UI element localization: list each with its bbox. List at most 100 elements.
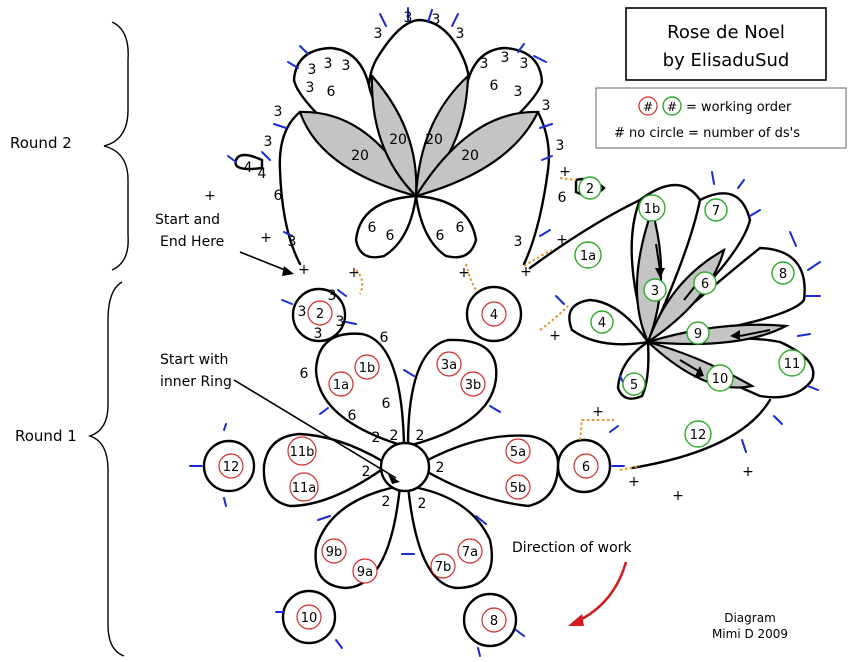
ds-count: 2	[418, 496, 427, 512]
title-line1: Rose de Noel	[667, 22, 785, 43]
joins	[355, 177, 641, 471]
ds-count: 6	[382, 396, 391, 412]
red-order-5b	[505, 474, 531, 500]
red-order-label: 12	[223, 460, 240, 475]
start-end-pointer	[239, 251, 291, 273]
ds-count: 2	[372, 430, 381, 446]
ds-count: 3	[480, 56, 489, 72]
round1-label: Round 1	[15, 427, 77, 445]
green-order-label: 2	[586, 182, 594, 197]
green-order-6	[693, 271, 717, 295]
round2-top-rose	[234, 18, 551, 266]
ds-count: 4	[258, 166, 267, 182]
ds-count: 3	[542, 98, 551, 114]
red-order-label: 11a	[292, 481, 317, 496]
green-order-label: 11	[784, 357, 801, 372]
start-inner-label-1: Start with	[160, 352, 228, 368]
ds-count: 4	[244, 160, 253, 176]
red-order-label: 5b	[510, 481, 527, 496]
red-order-label: 1a	[333, 378, 349, 393]
red-order-11b	[287, 436, 317, 466]
credit-line2: Mimi D 2009	[712, 627, 788, 641]
green-order-label: 3	[651, 284, 659, 299]
ds-count: 20	[461, 148, 479, 164]
picots	[189, 7, 821, 657]
ds-count: 3	[324, 56, 333, 72]
ds-count: 2	[382, 494, 391, 510]
ds-count: 20	[425, 132, 443, 148]
chain-left	[278, 110, 302, 266]
green-order-12	[684, 420, 712, 448]
ds-count: 2	[436, 460, 445, 476]
brace-round1	[87, 281, 125, 657]
ds-count: +	[348, 265, 360, 281]
red-order-2	[307, 300, 333, 326]
red-order-label: 9b	[326, 545, 343, 560]
red-order-label: 2	[316, 307, 324, 322]
green-order-label: 6	[701, 277, 709, 292]
ds-count: 6	[436, 228, 445, 244]
red-order-label: 8	[490, 614, 498, 629]
legend-no-circle: # no circle = number of ds's	[614, 126, 800, 141]
brace-round2	[103, 21, 129, 271]
legend-box	[595, 87, 847, 149]
ds-count: 2	[416, 428, 425, 444]
green-order-label: 1b	[644, 202, 661, 217]
green-order-9	[686, 321, 710, 345]
ds-count: 6	[348, 408, 357, 424]
ds-count: +	[204, 188, 216, 204]
red-order-1b	[354, 354, 380, 380]
green-order-label: 10	[712, 372, 729, 387]
ds-count: 3	[298, 304, 307, 320]
legend-green-symbol: #	[667, 100, 677, 114]
ds-count: +	[520, 264, 532, 280]
chain-right	[522, 110, 551, 266]
round2-label: Round 2	[10, 134, 72, 152]
title-box	[625, 7, 827, 81]
green-order-10	[706, 364, 734, 392]
petal-top-left	[314, 332, 406, 448]
ds-count: 3	[514, 234, 523, 250]
inner-ring	[379, 441, 431, 493]
ds-count: 6	[380, 330, 389, 346]
ds-count: 6	[300, 366, 309, 382]
ds-count: 20	[389, 132, 407, 148]
ds-count: 6	[456, 220, 465, 236]
green-order-label: 9	[694, 327, 702, 342]
ds-count: 3	[404, 10, 413, 26]
ds-count: 3	[520, 56, 529, 72]
ds-count: 3	[308, 62, 317, 78]
ds-count: 6	[386, 228, 395, 244]
ds-count: +	[260, 230, 272, 246]
red-order-label: 5a	[510, 445, 526, 460]
ds-count: 6	[327, 84, 336, 100]
ds-count: 3	[306, 80, 315, 96]
red-order-label: 1b	[359, 361, 376, 376]
green-order-8	[771, 261, 795, 285]
red-order-6	[573, 453, 599, 479]
ds-count: 6	[274, 188, 283, 204]
ds-count: 3	[336, 314, 345, 330]
green-order-1a	[574, 241, 602, 269]
lower-left-petal	[354, 194, 418, 259]
chain-12	[630, 398, 772, 470]
title-line2: by ElisaduSud	[663, 50, 790, 71]
start-end-label-1: Start and	[155, 212, 220, 228]
ds-count: 6	[368, 220, 377, 236]
green-order-7	[704, 198, 728, 222]
small-ring-4	[234, 153, 264, 171]
ds-count: 3	[264, 134, 273, 150]
ds-count: 3	[328, 288, 337, 304]
green-order-2	[578, 176, 602, 200]
legend-red-symbol: #	[643, 100, 653, 114]
start-inner-label-2: inner Ring	[160, 374, 232, 390]
ds-count: 3	[501, 50, 510, 66]
start-inner-pointer	[233, 379, 397, 479]
start-end-label-2: End Here	[160, 234, 224, 250]
chain-1a	[528, 198, 642, 270]
gray-petal-2	[370, 73, 418, 199]
